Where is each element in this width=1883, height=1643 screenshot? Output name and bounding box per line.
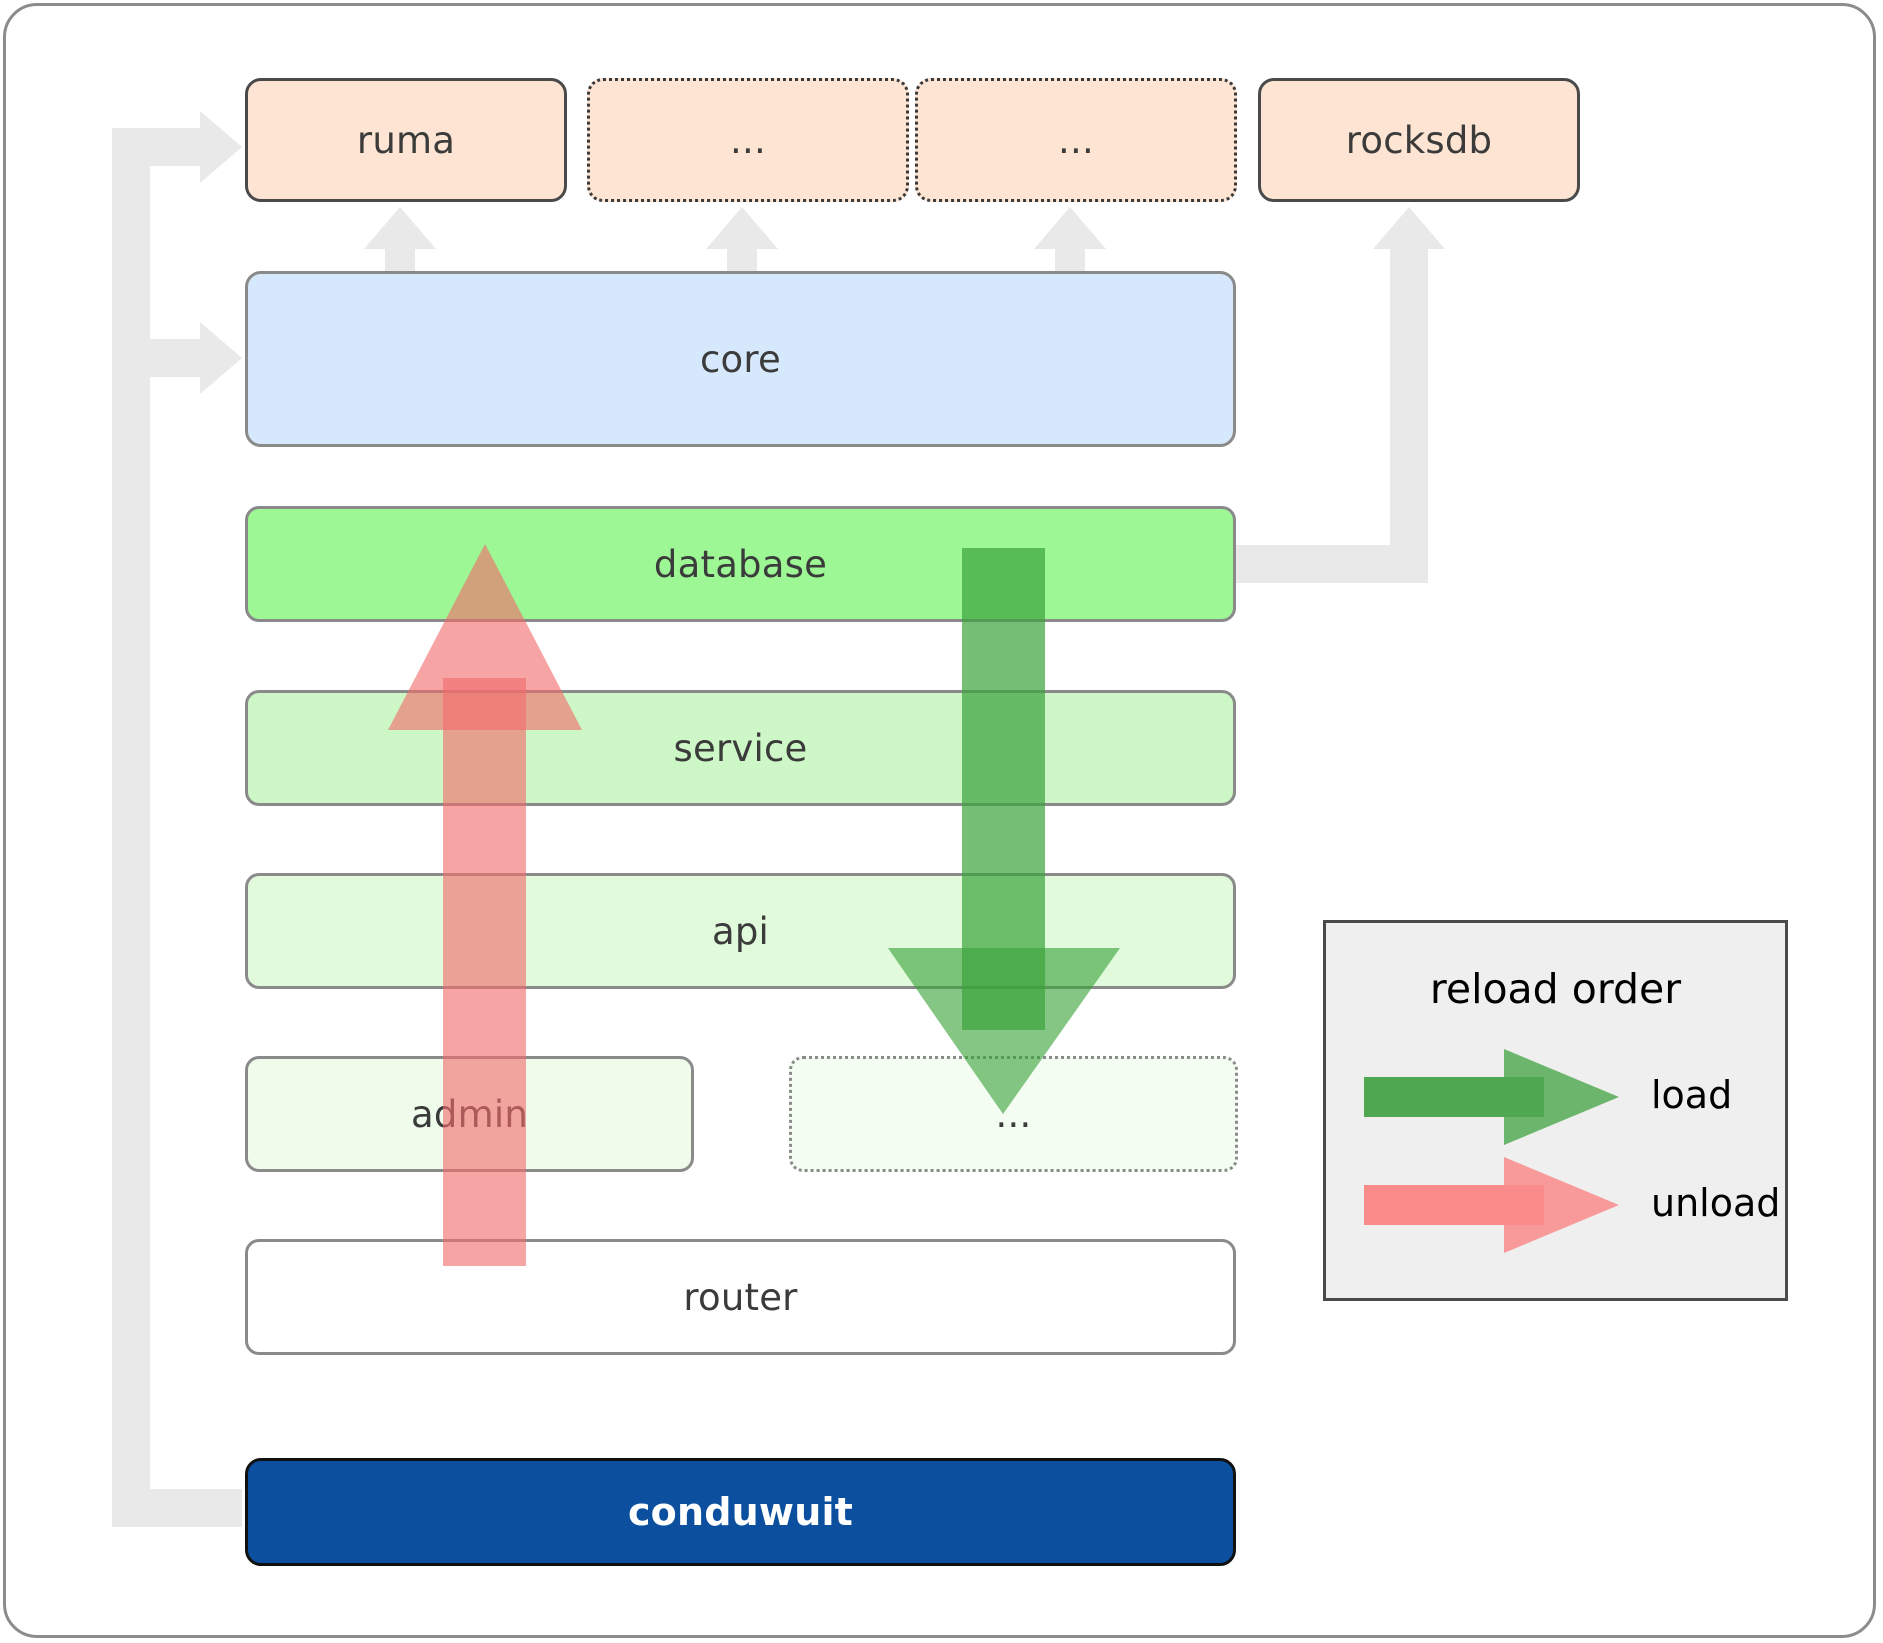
connector-to-ruma-head xyxy=(200,111,242,183)
node-rocksdb[interactable]: rocksdb xyxy=(1258,78,1580,202)
legend-panel: reload order load unload xyxy=(1323,920,1788,1301)
connector-db-to-rocksdb-head xyxy=(1373,207,1445,249)
node-dep-2-label: ... xyxy=(730,118,766,162)
legend-load-arrow-icon xyxy=(1364,1049,1619,1145)
legend-title: reload order xyxy=(1429,965,1682,1013)
legend-load-label: load xyxy=(1651,1073,1733,1117)
connector-to-core-head xyxy=(200,322,242,394)
node-conduwuit[interactable]: conduwuit xyxy=(245,1458,1236,1566)
node-ruma[interactable]: ruma xyxy=(245,78,567,202)
node-conduwuit-label: conduwuit xyxy=(627,1490,854,1534)
node-dep-2[interactable]: ... xyxy=(587,78,909,202)
node-dep-3-label: ... xyxy=(1058,118,1094,162)
node-ruma-label: ruma xyxy=(356,118,456,162)
unload-arrow xyxy=(380,540,590,1330)
connector-left-rail xyxy=(112,128,150,1508)
connector-conduwuit-stub xyxy=(112,1489,242,1527)
node-database-label: database xyxy=(653,542,828,586)
connector-core-to-ruma-head xyxy=(364,207,436,249)
legend-unload-label: unload xyxy=(1651,1181,1781,1225)
connector-core-to-dep3-head xyxy=(1034,207,1106,249)
node-service-label: service xyxy=(673,726,808,770)
node-rocksdb-label: rocksdb xyxy=(1345,118,1493,162)
node-core-label: core xyxy=(700,337,781,381)
node-core[interactable]: core xyxy=(245,271,1236,447)
node-router-label: router xyxy=(683,1275,798,1319)
connector-core-to-dep2-head xyxy=(706,207,778,249)
node-api-label: api xyxy=(711,909,770,953)
connector-db-to-rocksdb-vertical xyxy=(1390,230,1428,570)
load-arrow xyxy=(880,548,1130,1118)
node-dep-3[interactable]: ... xyxy=(915,78,1237,202)
connector-to-ruma-shaft xyxy=(112,128,204,166)
legend-unload-arrow-icon xyxy=(1364,1157,1619,1253)
connector-to-core-shaft xyxy=(112,339,204,377)
